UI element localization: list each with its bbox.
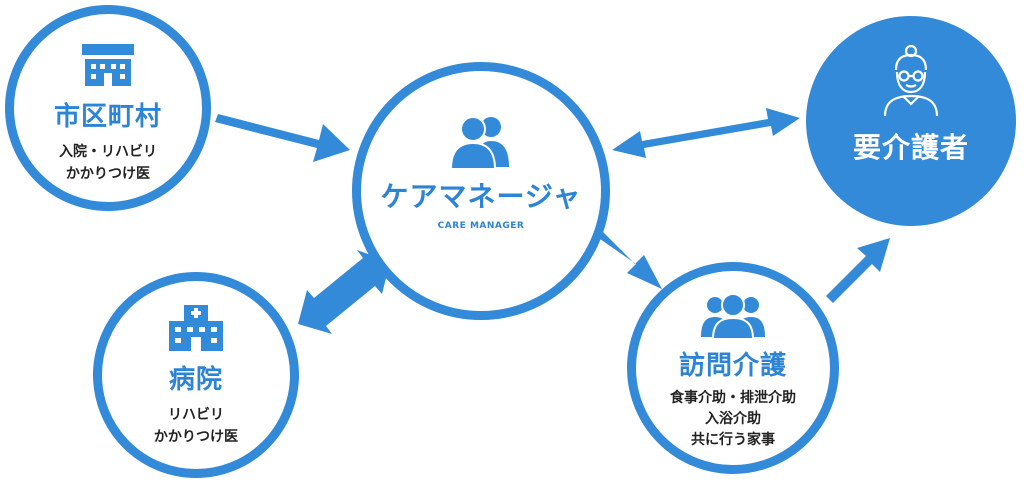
municipality-detail: 入院・リハビリ かかりつけ医: [59, 144, 157, 182]
hospital-icon: [169, 305, 223, 351]
care-manager-subtitle: CARE MANAGER: [437, 221, 525, 231]
arrow-care-manager-to-home-care: [590, 226, 662, 289]
building-icon: [82, 44, 134, 86]
arrow-hospital-care-manager: [298, 250, 390, 334]
care-manager-node: ケアマネージャ CARE MANAGER: [352, 62, 610, 320]
care-recipient-node: 要介護者: [806, 16, 1016, 226]
hospital-detail: リハビリ かかりつけ医: [153, 407, 239, 445]
care-manager-title: ケアマネージャ: [380, 180, 582, 213]
arrow-municipality-to-care-manager: [215, 114, 350, 162]
elderly-person-icon: [883, 44, 939, 116]
hospital-node: 病院 リハビリ かかりつけ医: [93, 272, 299, 478]
arrow-care-manager-care-recipient: [612, 108, 800, 158]
home-care-title: 訪問介護: [678, 351, 787, 381]
home-care-node: 訪問介護 食事介助・排泄介助 入浴介助 共に行う家事: [627, 262, 839, 474]
municipality-title: 市区町村: [53, 102, 162, 132]
people-icon: [449, 116, 509, 170]
arrow-home-care-to-care-recipient: [826, 238, 890, 303]
home-care-detail: 食事介助・排泄介助 入浴介助 共に行う家事: [670, 390, 796, 448]
care-recipient-title: 要介護者: [852, 131, 969, 164]
municipality-node: 市区町村 入院・リハビリ かかりつけ医: [5, 5, 211, 211]
group-icon: [701, 293, 765, 339]
hospital-title: 病院: [168, 365, 223, 395]
